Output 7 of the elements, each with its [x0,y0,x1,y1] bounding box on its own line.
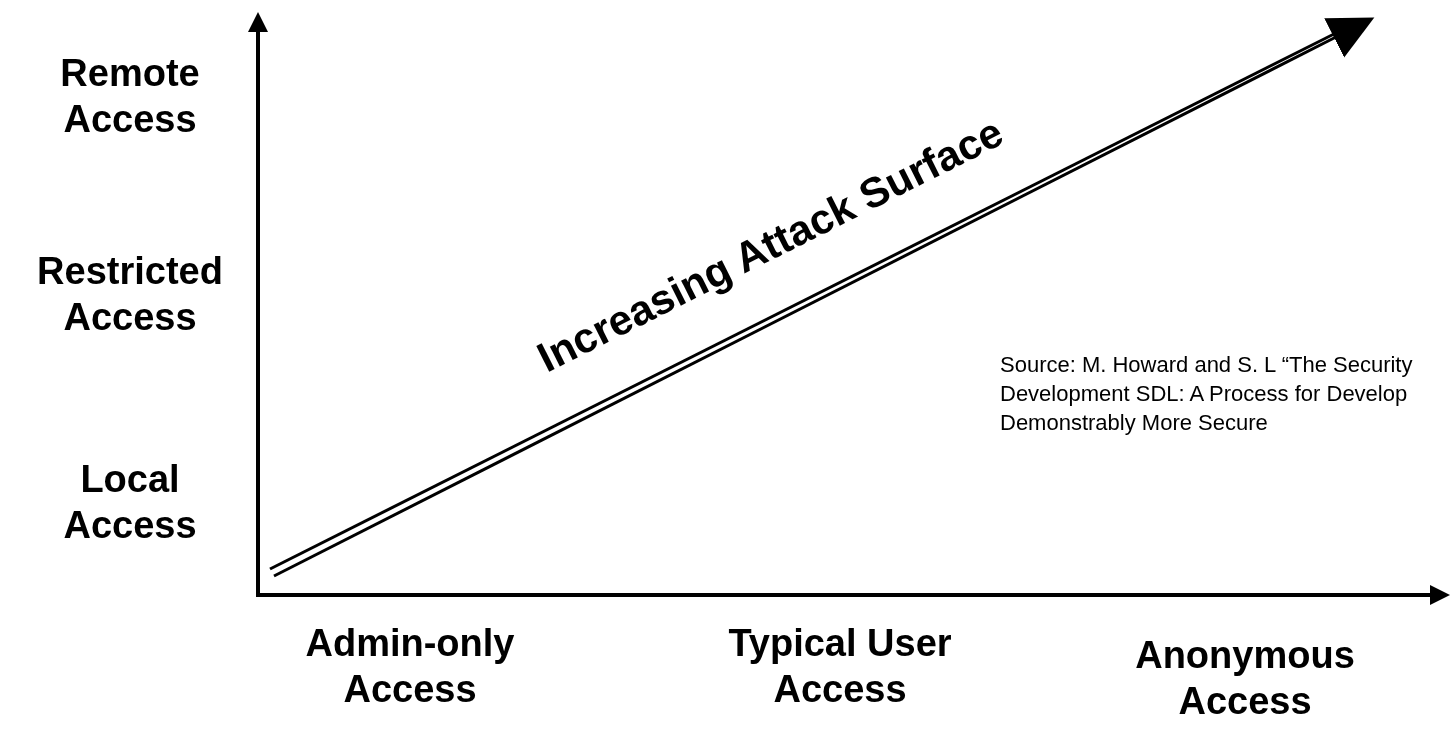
axis-label: Admin-only Access [304,621,516,712]
axis-label: Typical User Access [727,621,953,712]
source-note: Source: M. Howard and S. L “The Security Development SDL: A Process for Develop Demonstrably More Secure [1000,351,1414,437]
axis-label: Restricted Access [36,249,224,340]
axis-label: Remote Access [59,51,201,142]
axis-label: Local Access [62,457,198,548]
axis-label: Anonymous Access [1134,633,1356,724]
